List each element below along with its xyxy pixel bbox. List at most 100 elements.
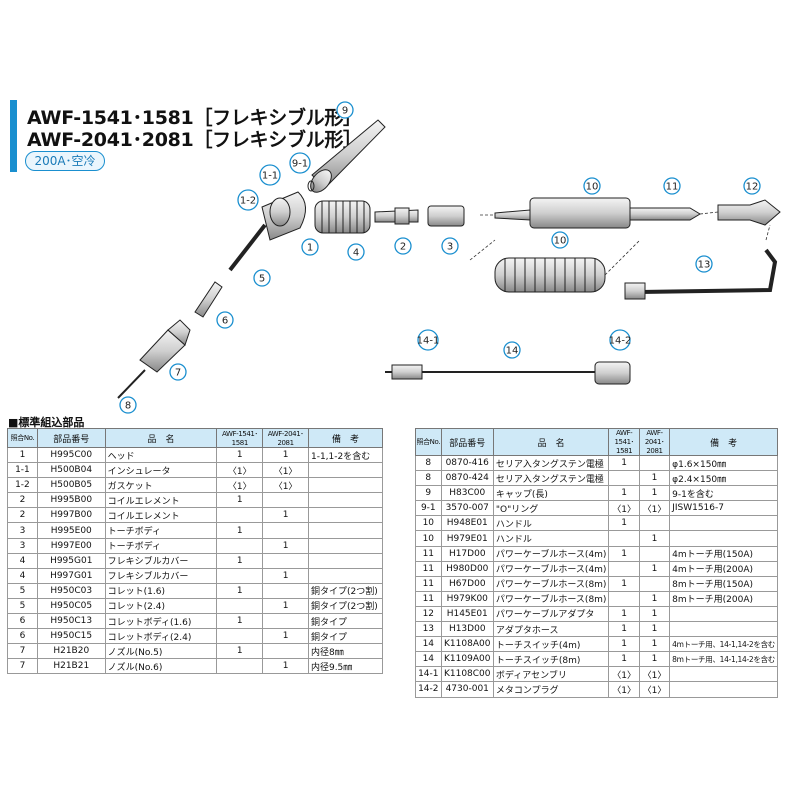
table-cell: H950C13 — [36, 613, 106, 630]
table-cell: H83C00 — [440, 485, 494, 502]
handle-part — [529, 197, 631, 229]
table-cell: 1 — [608, 485, 640, 502]
table-cell: 14-1 — [415, 666, 442, 683]
table-cell: 6 — [7, 628, 38, 645]
table-cell: 8 — [415, 470, 442, 487]
table-cell: H950C03 — [36, 582, 106, 599]
table-cell: 5 — [7, 582, 38, 599]
table-cell: 〈1〉 — [608, 500, 640, 517]
table-cell: トーチスイッチ(8m) — [492, 651, 610, 668]
table-cell: 3570-007 — [440, 500, 494, 517]
callout-circle — [336, 101, 354, 119]
table-cell: 〈1〉 — [608, 681, 640, 698]
flexible-cover-part — [314, 200, 371, 234]
callout-label: 3 — [447, 242, 453, 253]
table-cell: トーチボディ — [104, 522, 218, 539]
callout-circle — [216, 311, 234, 329]
table-cell — [307, 537, 384, 554]
table-cell: 7 — [7, 643, 38, 660]
table-cell: アダプタホース — [492, 621, 610, 638]
table-cell: パワーケーブルホース(8m) — [492, 575, 610, 592]
table-cell: H17D00 — [440, 545, 494, 562]
callout-circle — [259, 164, 281, 186]
table-cell — [669, 605, 778, 623]
table-cell: 1 — [608, 651, 640, 668]
callout-label: 9-1 — [292, 159, 308, 170]
table-cell: トーチスイッチ(4m) — [492, 636, 610, 653]
table-cell — [669, 621, 778, 638]
callout-circle — [663, 177, 681, 195]
table-cell: コイルエレメント — [104, 507, 218, 524]
table-cell: 1 — [638, 651, 671, 668]
callout-circle — [583, 177, 601, 195]
table-cell: 11 — [415, 575, 442, 592]
handle-front — [494, 209, 531, 221]
o-ring-part — [307, 180, 315, 192]
table-cell — [669, 515, 778, 532]
table-cell: H997E00 — [36, 537, 106, 554]
table-cell: 1 — [638, 560, 671, 577]
table-cell: 1 — [262, 537, 309, 554]
table-cell: H145E01 — [440, 605, 494, 623]
callout-circle — [119, 396, 137, 414]
callout-circle — [743, 177, 761, 195]
table-cell — [216, 537, 264, 554]
table-cell: インシュレータ — [104, 462, 218, 479]
table-cell: コレット(1.6) — [104, 582, 218, 599]
table-cell: 8mトーチ用(150A) — [669, 575, 778, 592]
table-cell: 1 — [216, 613, 264, 630]
callout-label: 13 — [698, 260, 711, 271]
table-cell — [608, 530, 640, 547]
table-cell: 10 — [415, 515, 442, 532]
table-cell: 1 — [638, 605, 671, 623]
table-cell — [262, 582, 309, 599]
column-header: AWF-2041･2081 — [638, 428, 671, 456]
column-header: 部品番号 — [36, 428, 106, 448]
callout-label: 7 — [175, 368, 181, 379]
table-cell: 1 — [638, 590, 671, 607]
callout-label: 4 — [353, 248, 359, 259]
handle-part-lower — [494, 257, 606, 293]
coil-element-nut — [394, 207, 410, 225]
table-cell: 1 — [216, 492, 264, 509]
column-header: AWF-1541･1581 — [216, 428, 264, 448]
callout-circle — [441, 237, 459, 255]
table-cell: φ1.6×150㎜ — [669, 454, 778, 472]
table-cell: H997G01 — [36, 567, 106, 584]
table-cell — [262, 492, 309, 509]
table-cell — [262, 613, 309, 630]
table-cell: 1 — [216, 522, 264, 539]
table-cell: 〈1〉 — [262, 477, 309, 494]
table-cell: トーチボディ — [104, 537, 218, 554]
table-cell: 14-2 — [415, 681, 442, 698]
metacon-plug-part — [594, 361, 631, 385]
table-cell — [216, 567, 264, 584]
spec-badge: 200A･空冷 — [25, 151, 105, 171]
table-cell: 14 — [415, 651, 442, 668]
table-cell: 0870-416 — [440, 454, 494, 472]
table-cell: 内径9.5㎜ — [307, 658, 384, 675]
table-cell: 1 — [608, 454, 640, 472]
table-cell: コレットボディ(1.6) — [104, 613, 218, 630]
table-cell: 1 — [7, 446, 38, 464]
column-header: 照合No. — [7, 428, 38, 448]
table-cell: 1 — [608, 621, 640, 638]
callout-label: 10 — [586, 182, 599, 193]
table-cell — [307, 552, 384, 569]
